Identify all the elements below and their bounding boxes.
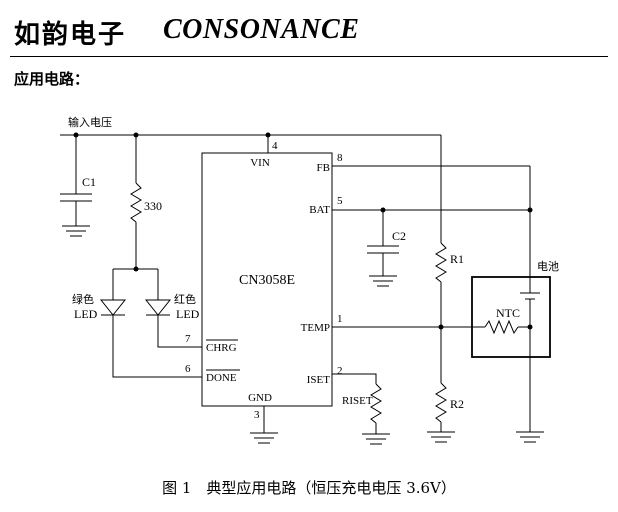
riset-resistor [370, 383, 382, 424]
red-led-label-line2: LED [176, 307, 200, 321]
pin-number-bat: 5 [337, 195, 343, 207]
pin-label-fb: FB [317, 162, 330, 174]
r1-label: R1 [450, 252, 464, 266]
pin-number-chrg: 7 [185, 333, 191, 345]
figure-caption: 图 1 典型应用电路（恒压充电电压 3.6V） [162, 479, 456, 497]
ic-body [201, 152, 333, 407]
pin-number-done: 6 [185, 363, 191, 375]
pin-number-gnd: 3 [254, 409, 260, 421]
r330-resistor [130, 182, 142, 223]
chrg-wire [157, 315, 202, 348]
ground-symbol [516, 431, 544, 443]
c2-label: C2 [392, 229, 406, 243]
ground-symbol [369, 275, 397, 287]
pin-label-bat: BAT [309, 204, 330, 216]
c1-label: C1 [82, 175, 96, 189]
header-divider [10, 56, 608, 57]
ground-symbol [362, 433, 390, 445]
pin-label-temp: TEMP [301, 322, 330, 334]
pin-label-gnd: GND [248, 392, 272, 404]
ground-symbol [427, 431, 455, 443]
pin-label-vin: VIN [250, 157, 270, 169]
ic-name: CN3058E [239, 273, 295, 288]
green-led-label-line1: 绿色 [72, 292, 94, 306]
green-led-label-line2: LED [74, 307, 98, 321]
pin-label-iset: ISET [307, 374, 331, 386]
green-led [99, 299, 127, 316]
battery-package-box [471, 276, 551, 358]
riset-label: RISET [342, 395, 373, 407]
pin-number-temp: 1 [337, 313, 343, 325]
pin-label-chrg: CHRG [206, 342, 237, 354]
pin-number-iset: 2 [337, 365, 343, 377]
ground-symbol [250, 432, 278, 444]
document-header: 如韵电子 CONSONANCE [0, 0, 618, 62]
r2-label: R2 [450, 397, 464, 411]
pin-label-done: DONE [206, 372, 237, 384]
done-wire [112, 315, 202, 378]
brand-name-chinese: 如韵电子 [14, 20, 127, 50]
iset-wire [332, 373, 377, 384]
r1-resistor [435, 242, 447, 283]
ntc-thermistor [484, 319, 519, 335]
section-title: 应用电路： [14, 70, 90, 88]
brand-name-english: CONSONANCE [163, 14, 360, 45]
r330-label: 330 [144, 199, 162, 213]
pin-number-vin: 4 [272, 140, 278, 152]
input-voltage-label: 输入电压 [68, 115, 112, 129]
ground-symbol [62, 225, 90, 237]
battery-label: 电池 [537, 260, 559, 273]
pin-number-fb: 8 [337, 152, 343, 164]
r2-resistor [435, 382, 447, 423]
ntc-label: NTC [496, 306, 520, 320]
red-led [144, 299, 172, 316]
red-led-label-line1: 红色 [174, 292, 196, 306]
